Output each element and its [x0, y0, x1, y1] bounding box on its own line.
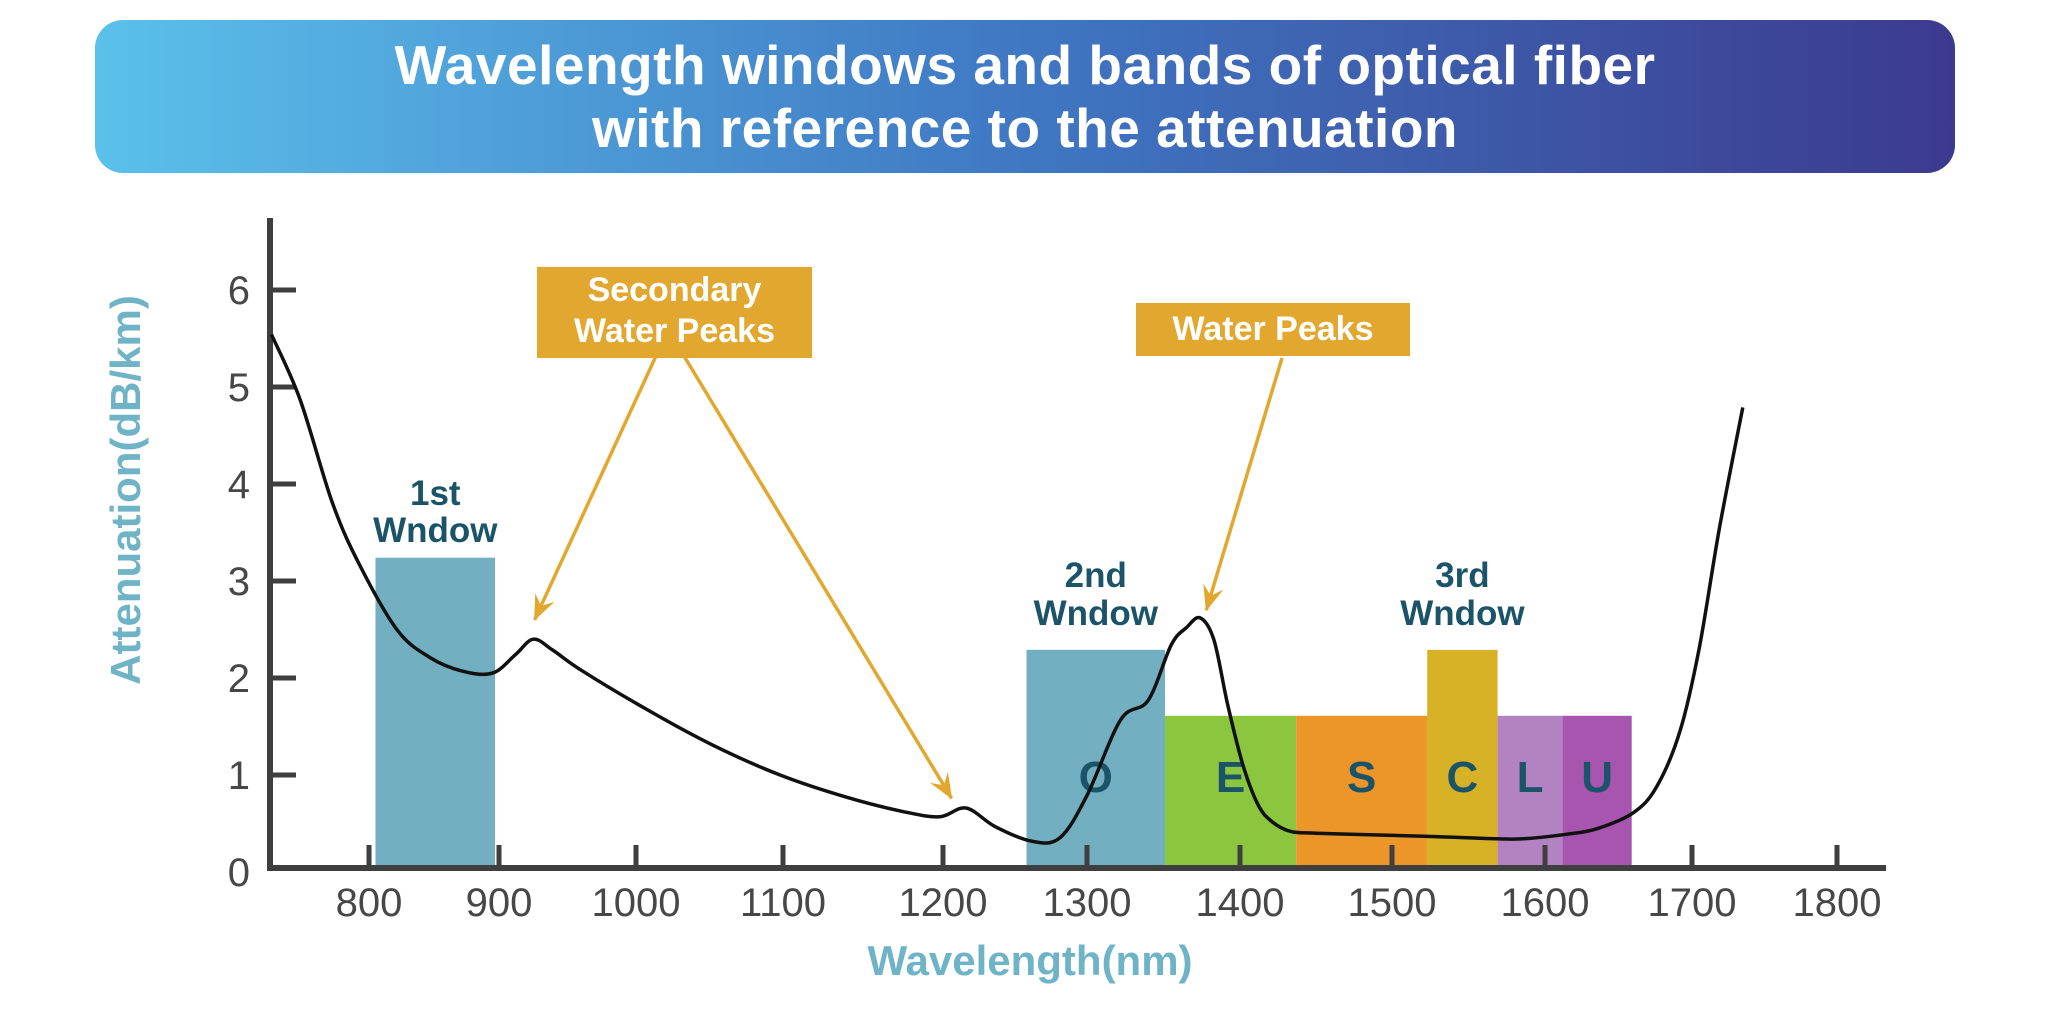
window-label-2: 2nd: [1065, 556, 1127, 595]
x-tick-label: 1400: [1196, 881, 1285, 925]
y-tick-label: 0: [228, 851, 250, 895]
callout-line: Secondary: [587, 271, 762, 309]
x-tick-label: 1500: [1348, 881, 1437, 925]
x-tick-label: 1600: [1501, 881, 1590, 925]
y-axis-title: Attenuation(dB/km): [102, 295, 149, 685]
band-bar-S: [1296, 715, 1428, 867]
axes: [267, 218, 1886, 871]
y-tick-label: 2: [228, 657, 250, 701]
window-label-1: 1st: [410, 474, 461, 513]
attenuation-curve: [269, 333, 1745, 845]
x-tick-label: 900: [466, 881, 533, 925]
annotation-arrow: [1203, 357, 1284, 612]
band-letter-U: U: [1581, 753, 1613, 802]
annotation-arrow: [533, 355, 658, 621]
water-peaks-callout: Water Peaks: [1136, 303, 1410, 356]
band-letter-C: C: [1447, 753, 1479, 802]
callout-line: Water Peaks: [1172, 310, 1374, 348]
window-label-2: Wndow: [1034, 594, 1159, 633]
band-letter-S: S: [1347, 753, 1376, 802]
callout-line: Water Peaks: [574, 312, 775, 350]
title-line-2: with reference to the attenuation: [591, 96, 1459, 159]
band-bar-U: [1562, 715, 1632, 867]
x-tick-label: 1200: [899, 881, 988, 925]
band-bar-E: [1165, 715, 1297, 867]
window-label-1: Wndow: [373, 511, 498, 550]
band-bar-C: [1427, 715, 1498, 867]
y-tick-label: 1: [228, 754, 250, 798]
x-tick-label: 1000: [592, 881, 681, 925]
x-tick-label: 1100: [740, 881, 826, 925]
window-label-3: 3rd: [1435, 556, 1489, 595]
annotation-arrow: [682, 355, 954, 800]
x-tick-label: 800: [336, 881, 403, 925]
y-tick-label: 6: [228, 269, 250, 313]
x-tick-label: 1700: [1648, 881, 1737, 925]
title-banner: Wavelength windows and bands of optical …: [95, 20, 1955, 173]
y-tick-label: 4: [228, 463, 250, 507]
x-tick-label: 1800: [1793, 881, 1882, 925]
y-tick-label: 5: [228, 366, 250, 410]
x-tick-label: 1300: [1043, 881, 1132, 925]
secondary-water-peaks-callout: Secondary Water Peaks: [537, 267, 812, 358]
title-line-1: Wavelength windows and bands of optical …: [394, 33, 1656, 96]
band-bar-L: [1497, 715, 1563, 867]
window-bar-1: [375, 557, 496, 867]
band-letter-L: L: [1517, 753, 1544, 802]
y-tick-label: 3: [228, 560, 250, 604]
x-axis-title: Wavelength(nm): [867, 937, 1192, 984]
band-bar-O: [1026, 649, 1165, 867]
window-label-3: Wndow: [1400, 594, 1525, 633]
